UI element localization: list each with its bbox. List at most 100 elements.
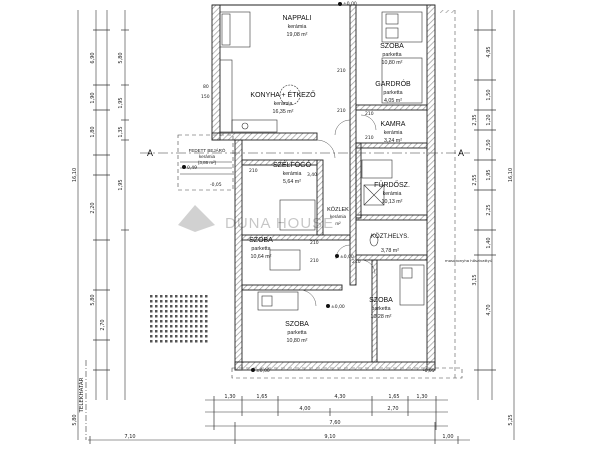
room-szoba-ne-area: 10,80 m² <box>382 60 403 66</box>
room-furdo-name: FÜRDŐSZ. <box>374 180 410 189</box>
svg-text:210: 210 <box>249 168 258 174</box>
room-konyha-area: 16,35 m² <box>273 109 294 115</box>
room-kamra-floor: kerámia <box>384 130 403 136</box>
dim-left-1: 6,90 <box>90 52 96 63</box>
svg-text:210: 210 <box>310 258 319 264</box>
room-kamra-area: 3,24 m² <box>384 138 402 144</box>
furniture <box>219 11 425 311</box>
dim-left-bottom: 5,80 <box>72 414 78 425</box>
dim-right-2: 1,50 <box>486 89 492 100</box>
room-konyha-name: KONYHA + ÉTKEZŐ <box>250 90 316 99</box>
svg-text:1,65: 1,65 <box>256 394 267 400</box>
room-gardrob-area: 4,05 m² <box>384 98 402 104</box>
svg-text:210: 210 <box>365 135 374 141</box>
dim-right-11: 3,15 <box>472 274 478 285</box>
room-szoba-se-name: SZOBA <box>369 297 393 304</box>
entrance-steps <box>180 161 232 175</box>
dim-left-total: 16,10 <box>72 168 78 182</box>
bottom-dimension-lines <box>88 396 470 444</box>
dim-left-6: 2,70 <box>100 319 106 330</box>
paving-pattern <box>148 295 210 345</box>
property-line-label: TELEKHATÁR <box>78 377 85 413</box>
dim-right-4: 2,50 <box>486 139 492 150</box>
dim-left-3: 1,80 <box>90 126 96 137</box>
dim-left-4: 2,20 <box>90 202 96 213</box>
room-wc-area: 3,78 m² <box>381 248 399 254</box>
door-dims: 210 210 210 210 210 210 210 210 3,40 150… <box>201 68 374 265</box>
watermark-text: DUNA HOUSE <box>225 215 334 232</box>
svg-text:2,70: 2,70 <box>387 406 398 412</box>
dim-right-bottom: 5,25 <box>508 414 514 425</box>
dim-right-6: 2,25 <box>486 204 492 215</box>
room-kamra-name: KAMRA <box>381 121 406 128</box>
svg-text:210: 210 <box>337 68 346 74</box>
bottom-dims: 1,30 1,65 4,30 1,65 1,30 4,00 2,70 7,60 … <box>124 394 453 440</box>
dim-right-total: 16,10 <box>508 168 514 182</box>
svg-text:1,65: 1,65 <box>388 394 399 400</box>
svg-text:150: 150 <box>201 94 210 100</box>
svg-text:3,40: 3,40 <box>307 172 317 178</box>
svg-text:1,30: 1,30 <box>224 394 235 400</box>
dim-right-10: 2,55 <box>472 174 478 185</box>
level-top: ±0,00 <box>343 1 357 7</box>
room-gardrob-floor: parketta <box>383 90 402 96</box>
dim-right-3: 1,20 <box>486 114 492 125</box>
room-kozlek-name: KÖZLEK <box>327 206 349 213</box>
room-szoba-sw-area: 10,80 m² <box>287 338 308 344</box>
svg-text:4,00: 4,00 <box>299 406 310 412</box>
dim-right-7: 1,40 <box>486 237 492 248</box>
dim-left-8: 1,95 <box>118 97 124 108</box>
right-dimension-lines <box>474 10 515 440</box>
level-markers <box>182 2 342 372</box>
left-dimension-lines <box>77 10 129 440</box>
room-szelfogo-area: 5,64 m² <box>283 179 301 185</box>
room-szoba-sw-name: SZOBA <box>285 321 309 328</box>
door-swings <box>299 114 377 307</box>
room-furdo-floor: kerámia <box>383 191 402 197</box>
dim-right-8: 4,70 <box>486 304 492 315</box>
room-szoba-w-name: SZOBA <box>249 237 273 244</box>
svg-text:9,10: 9,10 <box>324 434 335 440</box>
room-nappali-area: 19,08 m² <box>287 32 308 38</box>
svg-text:1,30: 1,30 <box>416 394 427 400</box>
room-szoba-w-floor: parketta <box>251 246 270 252</box>
room-kozlek-area: m² <box>335 221 341 226</box>
room-szelfogo-name: SZÉLFOGÓ <box>273 160 312 169</box>
dim-left-10: 1,95 <box>118 179 124 190</box>
svg-text:1,00: 1,00 <box>442 434 453 440</box>
dim-left-2: 1,90 <box>90 92 96 103</box>
dim-left-5: 5,80 <box>90 294 96 305</box>
svg-text:210: 210 <box>365 111 374 117</box>
room-szoba-w-area: 10,64 m² <box>251 254 272 260</box>
room-szoba-ne-name: SZOBA <box>380 43 404 50</box>
level-a: ±0,00 <box>340 254 354 260</box>
room-szoba-se-area: 10,28 m² <box>371 314 392 320</box>
level-neg-1: -0,05 <box>423 368 435 374</box>
room-terasz-area: (3,86 m²) <box>198 160 217 165</box>
svg-text:210: 210 <box>337 108 346 114</box>
room-terasz-floor: kerámia <box>199 154 216 159</box>
svg-text:4,30: 4,30 <box>334 394 345 400</box>
section-label-left: A <box>147 148 153 158</box>
room-konyha-floor: kerámia <box>274 101 293 107</box>
room-nappali-floor: kerámia <box>288 24 307 30</box>
section-line-a: A A <box>140 148 470 158</box>
dim-right-5: 1,95 <box>486 169 492 180</box>
level-b: ±0,00 <box>331 304 345 310</box>
level-entrance: 0,49 <box>187 165 197 171</box>
dim-left-9: 1,35 <box>118 126 124 137</box>
dim-right-9: 2,35 <box>472 114 478 125</box>
level-c: ±0,00 <box>256 368 270 374</box>
svg-text:7,10: 7,10 <box>124 434 135 440</box>
svg-text:210: 210 <box>310 240 319 246</box>
svg-text:210: 210 <box>352 259 361 265</box>
level-neg-2: -0,05 <box>210 182 222 188</box>
room-gardrob-name: GARDRÓB <box>375 79 411 88</box>
section-label-right: A <box>458 148 464 158</box>
room-szoba-se-floor: parketta <box>371 306 390 312</box>
room-nappali-name: NAPPALI <box>282 15 311 22</box>
room-furdo-area: 10,13 m² <box>382 199 403 205</box>
room-szoba-ne-floor: parketta <box>382 52 401 58</box>
walls <box>211 4 436 371</box>
